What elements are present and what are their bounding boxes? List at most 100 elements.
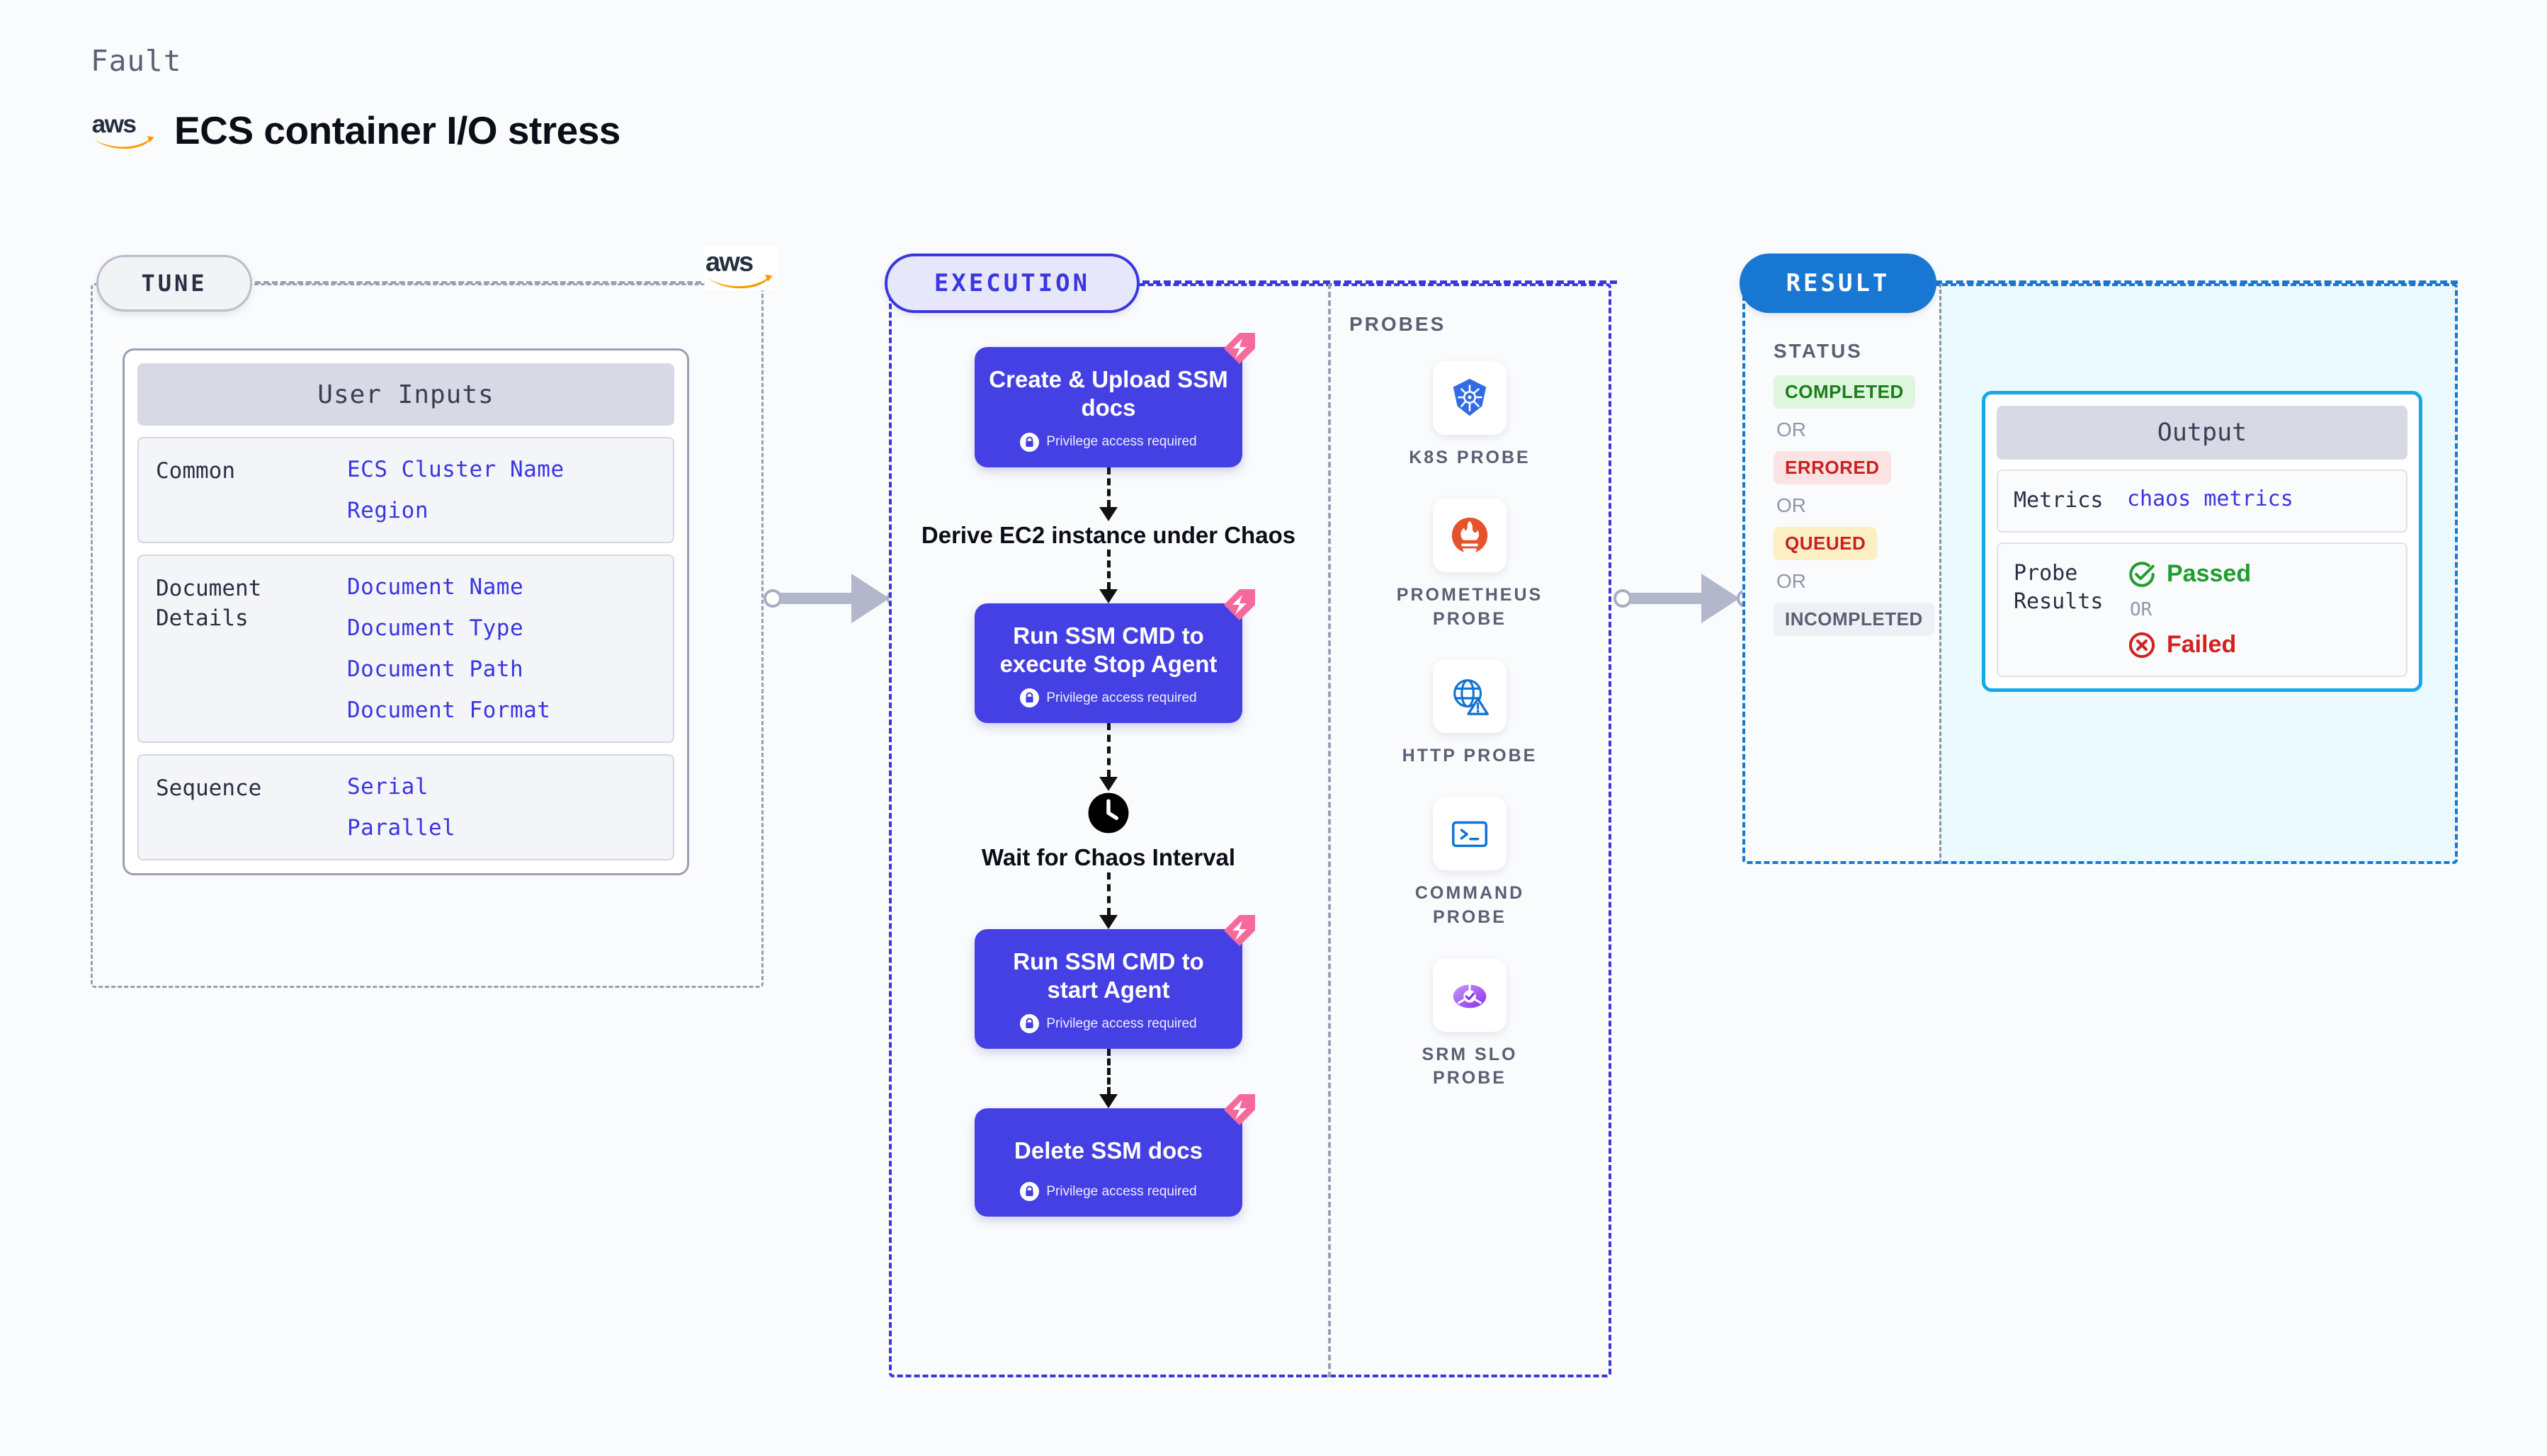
- probe-item-http[interactable]: HTTP PROBE: [1402, 659, 1538, 768]
- input-group-label: Common: [156, 458, 235, 484]
- execution-step-card[interactable]: Create & Upload SSM docs Privilege acces…: [975, 333, 1255, 467]
- input-value[interactable]: Document Path: [347, 656, 524, 682]
- result-panel: RESULT STATUS COMPLETED OR ERRORED OR QU…: [1740, 254, 2458, 864]
- flow-arrow: [1099, 1049, 1118, 1108]
- probe-tile: [1432, 797, 1507, 870]
- input-value[interactable]: Serial: [347, 774, 429, 800]
- step-title: Delete SSM docs: [1014, 1137, 1203, 1164]
- lock-icon: [1020, 432, 1040, 452]
- input-group-sequence: Sequence Serial Parallel: [137, 754, 674, 860]
- execution-step-card[interactable]: Run SSM CMD to execute Stop Agent Privil…: [975, 588, 1255, 724]
- execution-step-card[interactable]: Run SSM CMD to start Agent Privilege acc…: [975, 914, 1255, 1049]
- connector-line: [1630, 593, 1706, 604]
- input-value[interactable]: Document Name: [347, 574, 524, 600]
- probe-tile: [1432, 361, 1507, 435]
- page-header: Fault aws ECS container I/O stress: [91, 44, 620, 153]
- tune-panel: TUNE aws User Inputs Common ECS Cluster …: [91, 246, 778, 988]
- execution-step-wait: Wait for Chaos Interval: [982, 791, 1235, 872]
- probe-result-passed: Passed: [2127, 559, 2251, 589]
- lock-icon: [1020, 1014, 1040, 1033]
- input-value[interactable]: Region: [347, 498, 429, 523]
- execution-pill: EXECUTION: [885, 254, 1140, 313]
- kubernetes-icon: [1453, 378, 1487, 416]
- step-title: Derive EC2 instance under Chaos: [921, 521, 1296, 548]
- execution-header-dash-line: [1142, 280, 1617, 284]
- or-label: OR: [1776, 419, 1806, 440]
- probe-tile: [1433, 957, 1507, 1032]
- status-title: STATUS: [1774, 340, 1863, 362]
- result-header-dash-line: [1935, 280, 2458, 284]
- step-title: Run SSM CMD to start Agent: [1013, 948, 1204, 1003]
- status-badge: QUEUED: [1774, 527, 1878, 560]
- output-values: Passed OR Failed: [2127, 559, 2251, 660]
- privilege-note: Privilege access required: [987, 688, 1230, 708]
- aws-logo: aws: [92, 110, 154, 149]
- lock-icon: [1020, 1182, 1040, 1202]
- probe-result-failed: Failed: [2127, 630, 2251, 660]
- harness-corner-badge-icon: [1224, 914, 1255, 946]
- metrics-value[interactable]: chaos metrics: [2127, 487, 2293, 511]
- harness-corner-badge-icon: [1224, 1094, 1255, 1125]
- fault-title-row: aws ECS container I/O stress: [91, 108, 621, 153]
- input-value[interactable]: Document Type: [347, 615, 524, 641]
- aws-logo: aws: [704, 246, 778, 290]
- flow-arrow: [1099, 872, 1118, 929]
- harness-corner-badge-icon: [1224, 588, 1255, 620]
- probe-tile: [1432, 659, 1507, 734]
- status-badge: COMPLETED: [1774, 375, 1915, 409]
- input-value[interactable]: Parallel: [347, 815, 456, 841]
- status-badge: INCOMPLETED: [1774, 603, 1934, 636]
- input-group-label: Sequence: [156, 775, 262, 801]
- step-title: Wait for Chaos Interval: [981, 844, 1236, 871]
- flow-arrow: [1099, 467, 1118, 521]
- execution-panel: EXECUTION PROBES Create & Upload SSM doc…: [885, 254, 1617, 1377]
- flow-arrow: [1099, 549, 1118, 603]
- result-divider: [1939, 283, 1941, 864]
- probes-title: PROBES: [1349, 313, 1446, 335]
- fault-kicker: Fault: [91, 44, 182, 78]
- execution-step-card[interactable]: Delete SSM docs Privilege access require…: [975, 1094, 1255, 1217]
- privilege-text: Privilege access required: [1046, 434, 1197, 449]
- connector-tune-to-execution: [764, 574, 905, 623]
- globe-warning-icon: [1453, 679, 1489, 716]
- connector-start-dot: [764, 589, 782, 608]
- probe-label: HTTP PROBE: [1402, 746, 1538, 766]
- x-circle-icon: [2128, 632, 2155, 658]
- slo-donut-icon: [1453, 984, 1487, 1008]
- failed-label: Failed: [2167, 631, 2237, 658]
- result-pill: RESULT: [1740, 254, 1936, 313]
- lock-icon: [1020, 688, 1040, 708]
- privilege-text: Privilege access required: [1046, 690, 1197, 705]
- connector-execution-to-result: [1613, 574, 1755, 623]
- probes-divider: [1328, 283, 1331, 1377]
- privilege-text: Privilege access required: [1046, 1016, 1197, 1031]
- output-values: chaos metrics: [2127, 487, 2293, 516]
- probe-tile: [1433, 498, 1507, 572]
- tune-header-dash-line: [255, 281, 744, 284]
- input-value[interactable]: ECS Cluster Name: [347, 457, 565, 482]
- step-title: Run SSM CMD to execute Stop Agent: [999, 622, 1218, 677]
- input-value[interactable]: Document Format: [347, 698, 551, 723]
- svg-text:aws: aws: [92, 110, 137, 138]
- probe-item-k8s[interactable]: K8S PROBE: [1409, 361, 1530, 470]
- terminal-icon: [1451, 821, 1487, 848]
- status-badge: ERRORED: [1774, 451, 1891, 484]
- page-title: ECS container I/O stress: [174, 108, 620, 152]
- input-group-values: ECS Cluster Name Region: [347, 457, 565, 523]
- or-label: OR: [2130, 598, 2152, 620]
- or-label: OR: [1776, 570, 1806, 592]
- user-inputs-title: User Inputs: [137, 363, 674, 426]
- user-inputs-card: User Inputs Common ECS Cluster Name Regi…: [123, 348, 689, 875]
